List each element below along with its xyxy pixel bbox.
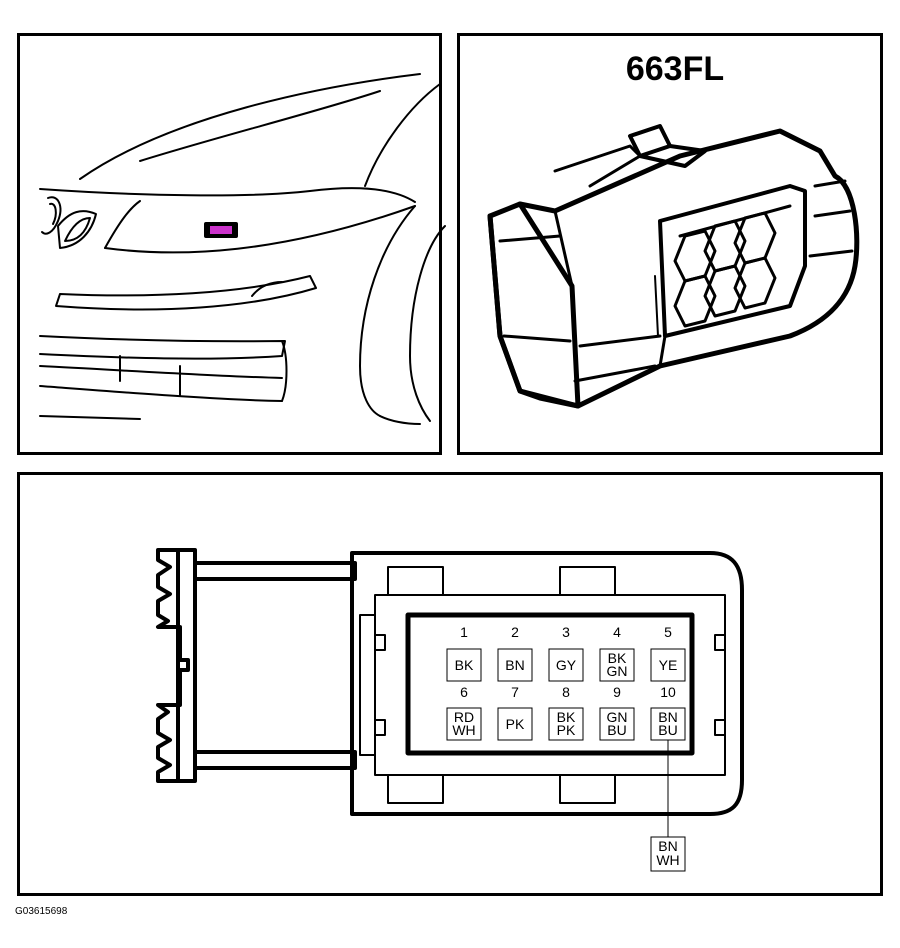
pin-number: 5 <box>664 624 672 640</box>
pin-2: 2BN <box>497 624 533 682</box>
pin-cavity <box>446 707 482 741</box>
connector-3d-drawing <box>487 124 860 409</box>
pin-number: 2 <box>511 624 519 640</box>
pin-number: 9 <box>613 684 621 700</box>
pinout-drawing: 1BK2BN3GY4BKGN5YE6RDWH7PK8BKPK9GNBU10BNB… <box>156 548 744 872</box>
pin-cavity <box>548 648 584 682</box>
pin-5: 5YE <box>650 624 686 682</box>
wire-color-label: YE <box>659 657 678 673</box>
connector-view-panel: 663FL <box>457 33 883 455</box>
wire-color-label: BU <box>658 722 677 738</box>
pin-number: 8 <box>562 684 570 700</box>
wire-color-label: BK <box>557 709 576 725</box>
pin-7: 7PK <box>497 684 533 741</box>
wire-color-label: PK <box>506 716 525 732</box>
wire-color-label: GY <box>556 657 577 673</box>
pin-number: 6 <box>460 684 468 700</box>
pin-cavity <box>599 648 635 682</box>
pin-3: 3GY <box>548 624 584 682</box>
pin-cavity <box>497 648 533 682</box>
wire-color-label: BU <box>607 722 626 738</box>
pin-1: 1BK <box>446 624 482 682</box>
connector-title: 663FL <box>625 50 725 88</box>
wire-color-label: RD <box>454 709 474 725</box>
wire-color-label: GN <box>607 663 628 679</box>
car-front-drawing <box>39 73 446 425</box>
wire-color-label: BK <box>455 657 474 673</box>
wire-color-label: PK <box>557 722 576 738</box>
component-marker <box>210 226 232 234</box>
wire-color-label: BK <box>608 650 627 666</box>
location-panel <box>17 33 446 455</box>
wire-color-label: WH <box>656 852 679 868</box>
pin-number: 3 <box>562 624 570 640</box>
pin-number: 4 <box>613 624 621 640</box>
pin-number: 10 <box>660 684 676 700</box>
pin-cavity <box>650 707 686 741</box>
pin-cavity <box>497 707 533 741</box>
wire-color-label: WH <box>452 722 475 738</box>
pin-number: 1 <box>460 624 468 640</box>
pin-cavity <box>446 648 482 682</box>
wire-color-label: BN <box>658 709 677 725</box>
pin-cavity <box>548 707 584 741</box>
pin-cavity <box>650 648 686 682</box>
figure-id: G03615698 <box>15 906 68 917</box>
wire-color-label: BN <box>505 657 524 673</box>
wire-color-label: GN <box>607 709 628 725</box>
pin-cavity <box>599 707 635 741</box>
wire-color-label: BN <box>658 838 677 854</box>
pin-number: 7 <box>511 684 519 700</box>
